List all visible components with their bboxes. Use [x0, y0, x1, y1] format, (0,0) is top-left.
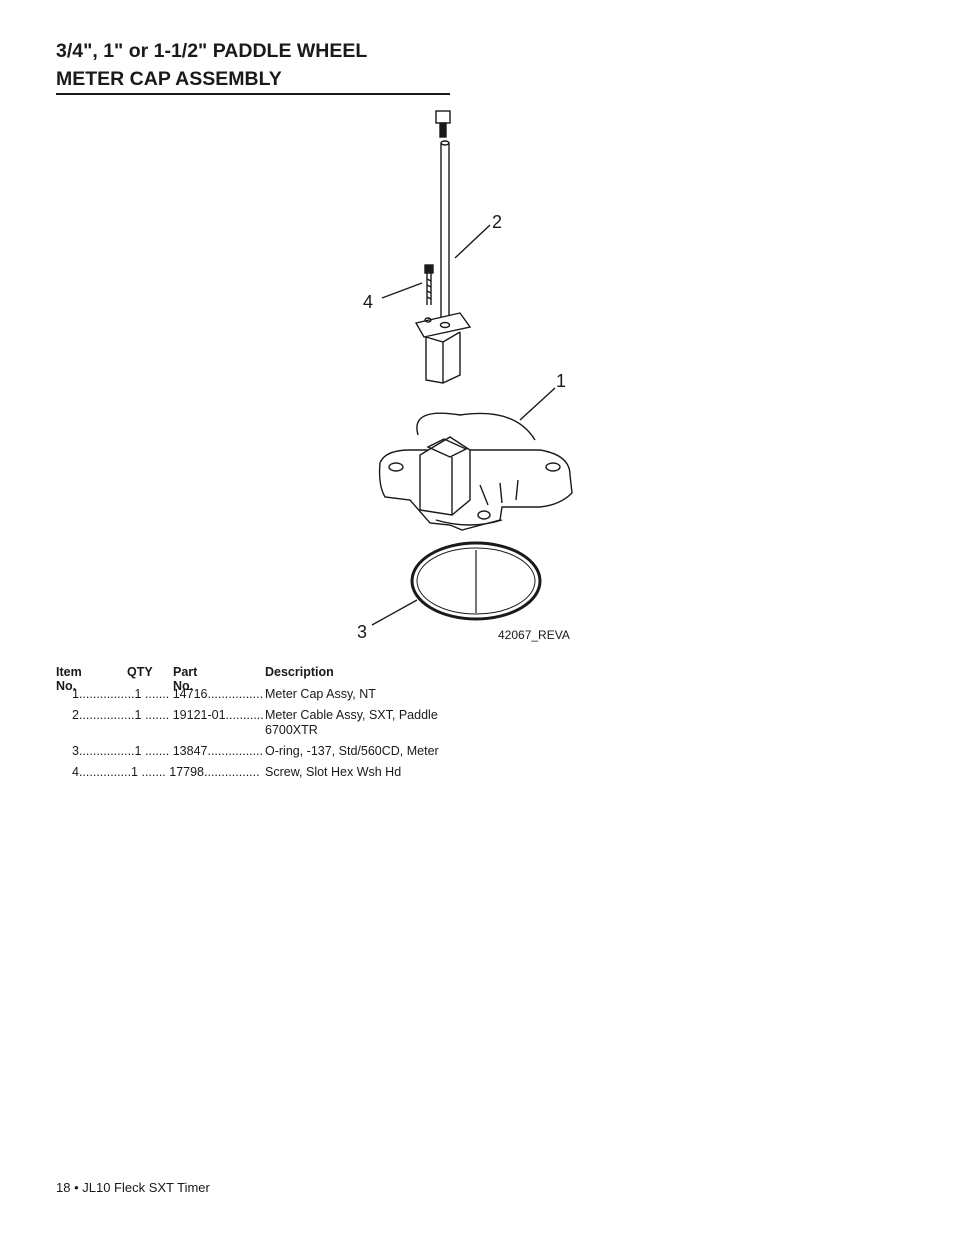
leader-line-1	[519, 387, 556, 421]
parts-row-description: Meter Cap Assy, NT	[265, 687, 376, 701]
parts-row-lead: 3................1 ....... 13847........…	[72, 744, 264, 758]
meter-cap	[378, 412, 573, 531]
callout-4: 4	[363, 292, 373, 312]
leader-line-2	[454, 224, 491, 259]
parts-row-lead: 1................1 ....... 14716........…	[72, 687, 264, 701]
callout-3: 3	[357, 622, 367, 642]
parts-row-description: Meter Cable Assy, SXT, Paddle 6700XTR	[265, 708, 438, 737]
cable-connector	[435, 110, 451, 138]
page-footer: 18 • JL10 Fleck SXT Timer	[56, 1180, 210, 1195]
exploded-parts-diagram: 1 2 3 4 42067_REVA	[357, 110, 573, 642]
figure-id: 42067_REVA	[498, 628, 570, 642]
parts-row-description: Screw, Slot Hex Wsh Hd	[265, 765, 402, 779]
header-description: Description	[265, 665, 334, 679]
parts-row-lead: 4...............1 ....... 17798.........…	[72, 765, 260, 779]
callout-1: 1	[556, 371, 566, 391]
page-title: 3/4", 1" or 1-1/2" PADDLE WHEEL METER CA…	[56, 37, 450, 95]
leader-line-3	[371, 599, 418, 626]
parts-row-description: O-ring, -137, Std/560CD, Meter	[265, 744, 439, 758]
o-ring	[410, 541, 542, 621]
sensor-housing	[414, 312, 472, 384]
title-line-2: METER CAP ASSEMBLY	[56, 65, 450, 95]
meter-cable	[440, 140, 450, 327]
leader-line-4	[381, 282, 423, 299]
header-part-no: Part No.	[173, 665, 198, 693]
callout-2: 2	[492, 212, 502, 232]
header-item-no: Item No.	[56, 665, 82, 693]
title-line-1: 3/4", 1" or 1-1/2" PADDLE WHEEL	[56, 40, 368, 62]
header-qty: QTY	[127, 665, 153, 679]
parts-row-lead: 2................1 ....... 19121-01.....…	[72, 708, 264, 722]
screw	[424, 264, 434, 305]
